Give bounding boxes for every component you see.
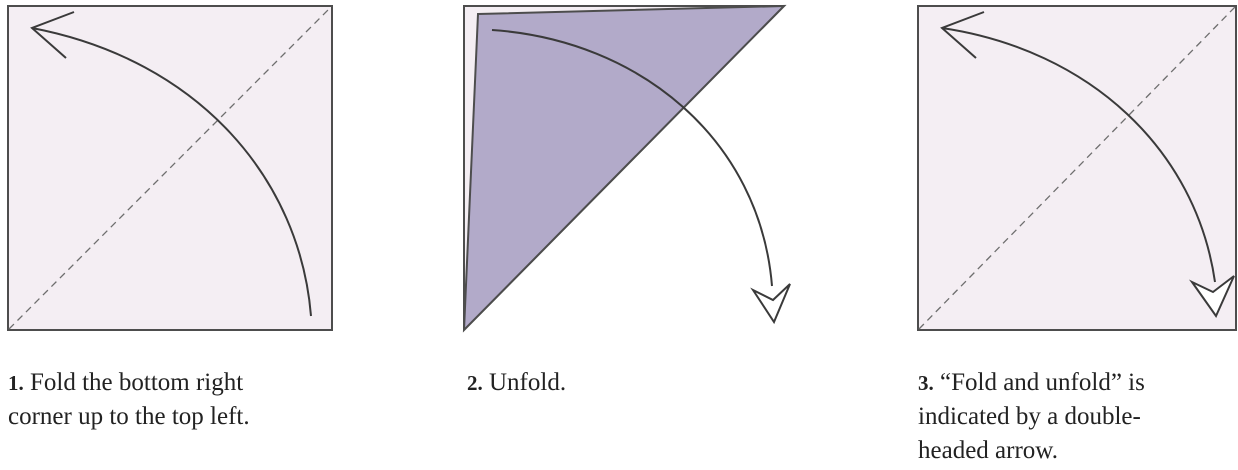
caption-line: indicated by a double- — [918, 403, 1141, 430]
step-number: 1. — [8, 371, 24, 395]
double-headed-arrow — [941, 27, 1216, 283]
caption-line: 2. Unfold. — [467, 366, 797, 400]
step-2-caption: 2. Unfold. — [467, 366, 797, 400]
hollow-arrowhead-icon — [1188, 275, 1235, 319]
caption-text: Fold the bottom right — [30, 369, 244, 396]
step-2-diagram — [462, 4, 791, 333]
step-number: 3. — [918, 371, 934, 395]
unfold-arrow — [491, 29, 773, 287]
fold-arrow — [31, 27, 312, 317]
step-3-caption: 3. “Fold and unfold” is indicated by a d… — [918, 366, 1228, 468]
caption-line: headed arrow. — [918, 437, 1058, 464]
folded-triangle — [462, 4, 787, 333]
caption-line: 1. Fold the bottom right — [8, 366, 338, 400]
hollow-arrowhead-icon — [750, 283, 791, 325]
step-1-diagram — [7, 5, 333, 331]
caption-text: Unfold. — [489, 369, 567, 396]
diagonal-crease — [8, 6, 332, 330]
open-arrowhead-icon — [940, 11, 985, 59]
folding-diagram — [7, 4, 1237, 333]
step-3-diagram — [917, 5, 1237, 331]
step-1-caption: 1. Fold the bottom right corner up to th… — [8, 366, 338, 434]
caption-line: corner up to the top left. — [8, 403, 250, 430]
step-number: 2. — [467, 371, 483, 395]
caption-line: 3. “Fold and unfold” is — [918, 366, 1228, 400]
caption-text: “Fold and unfold” is — [940, 369, 1145, 396]
diagonal-crease — [918, 6, 1236, 330]
open-arrowhead-icon — [30, 11, 75, 59]
